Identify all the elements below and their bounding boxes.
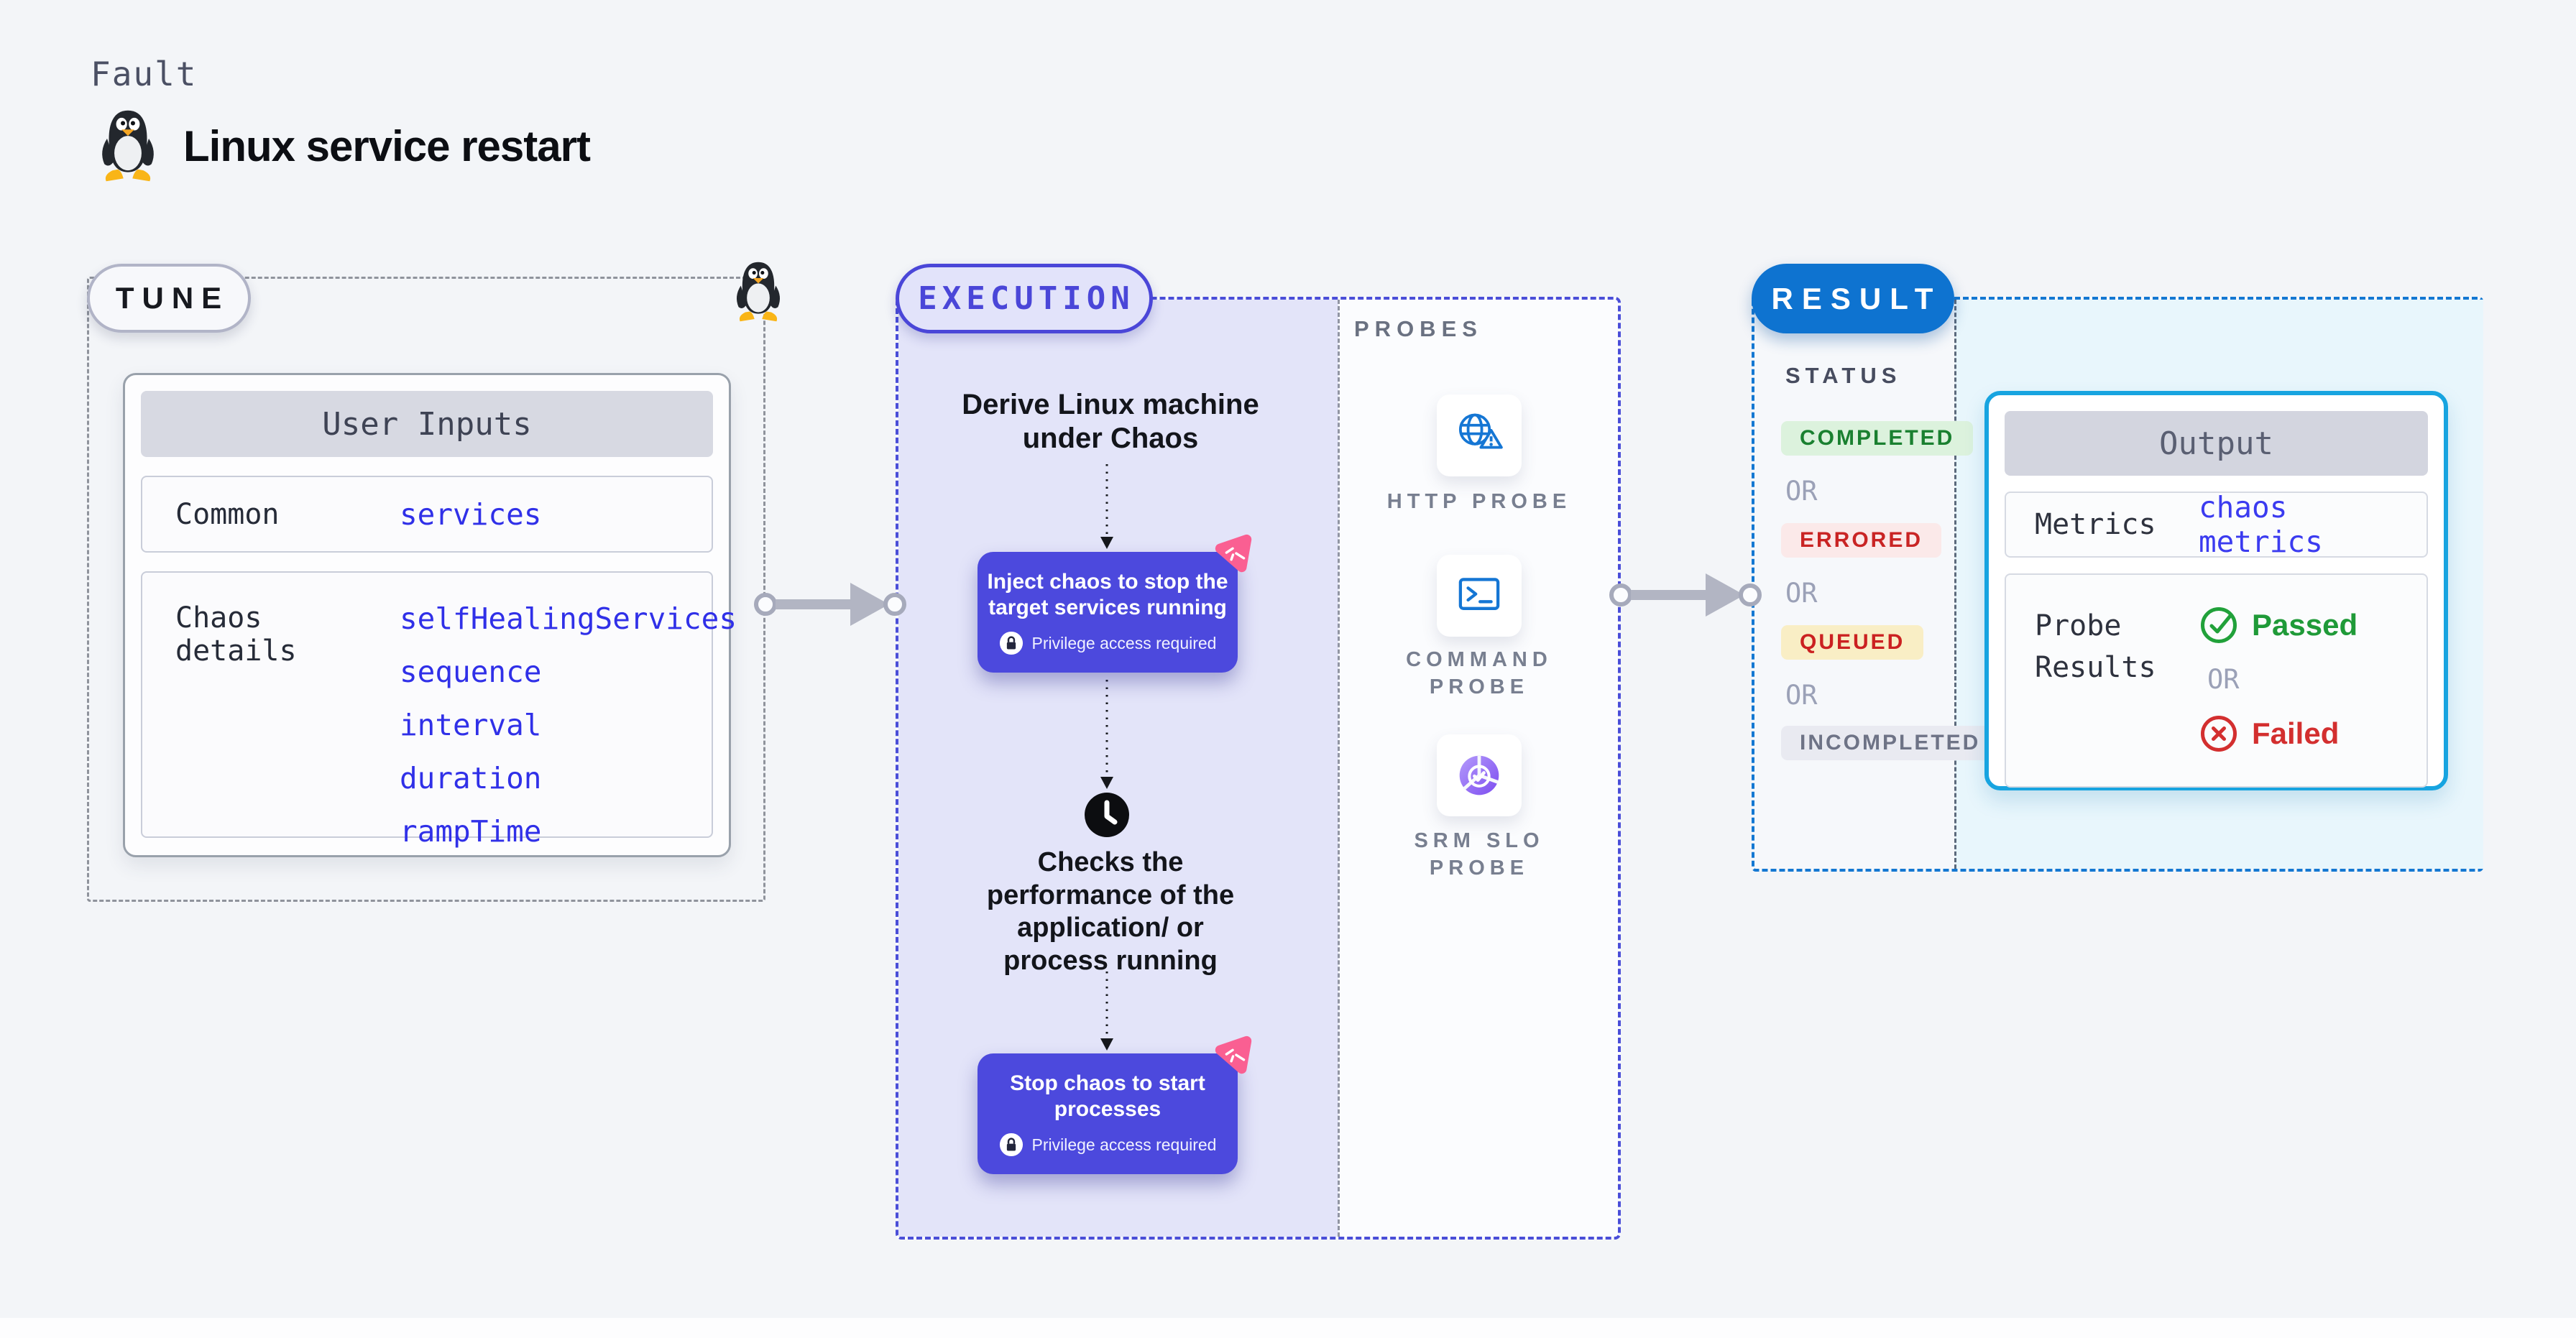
privilege-note-text: Privilege access required bbox=[1031, 1135, 1217, 1154]
passed-line: Passed bbox=[2199, 605, 2358, 645]
tux-penguin-icon bbox=[736, 262, 781, 322]
output-or-separator: OR bbox=[2207, 664, 2240, 695]
x-circle-icon bbox=[2201, 716, 2237, 752]
row-label: Chaos details bbox=[175, 601, 297, 668]
lock-icon bbox=[999, 1132, 1023, 1157]
param-link[interactable]: selfHealingServices bbox=[400, 601, 737, 636]
lock-icon bbox=[999, 631, 1023, 655]
privilege-note: Privilege access required bbox=[999, 1132, 1217, 1157]
param-link[interactable]: services bbox=[400, 497, 542, 532]
user-inputs-card: User Inputs Common services Chaos detail… bbox=[123, 373, 737, 857]
check-circle-icon bbox=[2201, 607, 2237, 643]
status-badge-queued: QUEUED bbox=[1781, 625, 1924, 660]
step-title: Inject chaos to stop the target services… bbox=[987, 570, 1228, 619]
checks-step-text: Checks the performance of the applicatio… bbox=[986, 847, 1235, 976]
title-row: Linux service restart bbox=[96, 108, 591, 184]
passed-label: Passed bbox=[2252, 608, 2358, 642]
probe-card-command bbox=[1437, 555, 1522, 637]
metrics-label: Metrics bbox=[2035, 508, 2156, 541]
dotted-arrow-icon bbox=[1100, 972, 1113, 1051]
chaos-metrics-link[interactable]: chaos metrics bbox=[2199, 490, 2323, 559]
derive-step-text: Derive Linux machine under Chaos bbox=[962, 389, 1259, 455]
param-link[interactable]: sequence bbox=[400, 655, 542, 689]
fault-kicker: Fault bbox=[91, 55, 198, 93]
probe-label: HTTP PROBE bbox=[1386, 490, 1572, 513]
status-badge-errored: ERRORED bbox=[1781, 523, 1942, 558]
execution-probes-divider bbox=[1338, 300, 1340, 1237]
probe-label: SRM SLO PROBE bbox=[1414, 829, 1545, 880]
dotted-arrow-icon bbox=[1100, 464, 1113, 549]
result-badge: RESULT bbox=[1752, 264, 1954, 333]
footer-strip bbox=[0, 1318, 2576, 1338]
tune-section-box bbox=[87, 277, 765, 902]
page-title: Linux service restart bbox=[183, 121, 591, 170]
status-badge-completed: COMPLETED bbox=[1781, 421, 1974, 456]
probe-label: COMMAND PROBE bbox=[1406, 648, 1552, 698]
param-link[interactable]: rampTime bbox=[400, 814, 542, 849]
chaos-icon bbox=[1215, 1035, 1252, 1074]
row-label: Common bbox=[175, 497, 280, 531]
stop-chaos-step: Stop chaos to start processes Privilege … bbox=[978, 1035, 1252, 1174]
privilege-note: Privilege access required bbox=[999, 631, 1217, 655]
tune-badge: TUNE bbox=[87, 264, 251, 333]
dotted-arrow-icon bbox=[1100, 680, 1113, 789]
output-title: Output bbox=[2005, 411, 2428, 476]
clock-icon bbox=[1085, 793, 1129, 837]
flow-arrow-icon bbox=[754, 583, 906, 626]
step-title: Stop chaos to start processes bbox=[1010, 1071, 1205, 1121]
probe-results-row: Probe Results Passed OR Failed bbox=[2005, 573, 2428, 788]
status-or-separator: OR bbox=[1785, 680, 1818, 711]
failed-label: Failed bbox=[2252, 716, 2340, 750]
status-output-divider bbox=[1954, 300, 1956, 869]
table-row: Chaos details selfHealingServices sequen… bbox=[141, 571, 737, 849]
terminal-icon bbox=[1458, 578, 1500, 610]
privilege-note-text: Privilege access required bbox=[1031, 633, 1217, 652]
chaos-icon bbox=[1215, 534, 1252, 573]
globe-alert-icon bbox=[1458, 413, 1503, 449]
flow-arrow-icon bbox=[1609, 573, 1762, 617]
metrics-row: Metrics chaos metrics bbox=[2005, 490, 2428, 559]
status-or-separator: OR bbox=[1785, 476, 1818, 507]
status-or-separator: OR bbox=[1785, 578, 1818, 609]
status-badge-incompleted: INCOMPLETED bbox=[1781, 726, 2000, 760]
status-title: STATUS bbox=[1785, 363, 1902, 388]
probe-card-srm-slo bbox=[1437, 734, 1522, 816]
execution-badge: EXECUTION bbox=[896, 264, 1153, 333]
tux-penguin-icon bbox=[102, 110, 154, 182]
failed-line: Failed bbox=[2199, 714, 2358, 754]
inject-chaos-step: Inject chaos to stop the target services… bbox=[978, 534, 1252, 673]
user-inputs-title: User Inputs bbox=[141, 391, 713, 457]
slo-donut-icon bbox=[1459, 755, 1499, 795]
output-card: Output Metrics chaos metrics Probe Resul… bbox=[1984, 391, 2448, 790]
probe-card-http bbox=[1437, 395, 1522, 476]
param-link[interactable]: interval bbox=[400, 708, 542, 742]
probes-title: PROBES bbox=[1354, 316, 1483, 341]
table-row: Common services bbox=[141, 476, 713, 553]
probe-results-label: Probe Results bbox=[2035, 609, 2156, 684]
param-link[interactable]: duration bbox=[400, 761, 542, 795]
